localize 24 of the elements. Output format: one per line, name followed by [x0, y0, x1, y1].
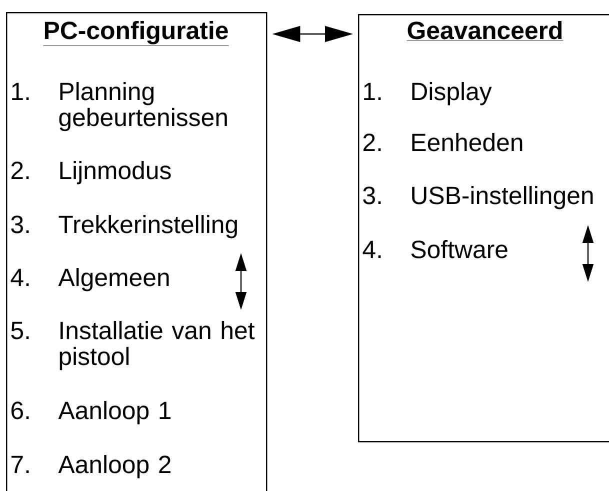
menu-item: Lijnmodus — [60, 161, 171, 184]
menu-item: Algemeen — [58, 268, 169, 292]
list-number: 3. — [11, 216, 29, 234]
list-number: 2. — [363, 134, 381, 151]
menu-item: Aanloop 2 — [58, 455, 170, 478]
menu-heading: Geavanceerd — [406, 20, 564, 41]
list-number: 5. — [11, 322, 29, 340]
list-number: 4. — [10, 268, 29, 286]
list-number: 7. — [12, 456, 29, 473]
list-number: 6. — [11, 402, 29, 420]
menu-heading: PC-configuratie — [43, 20, 229, 46]
menu-item: Aanloop 1 — [58, 401, 171, 424]
list-number: 2. — [11, 162, 29, 179]
menu-item: Eenheden — [412, 133, 522, 152]
list-number: 3. — [363, 186, 381, 204]
list-number: 1. — [12, 82, 29, 100]
menu-item: Installatie van het pistool — [60, 321, 255, 370]
list-number: 4. — [362, 240, 381, 258]
menu-item: Display — [412, 82, 492, 106]
menu-item: USB-instellingen — [412, 186, 593, 210]
menu-item: Software — [411, 240, 508, 258]
menu-item: Planning gebeurtenissen — [59, 82, 227, 132]
list-number: 1. — [364, 82, 381, 100]
menu-item: Trekkerinstelling — [58, 215, 237, 238]
